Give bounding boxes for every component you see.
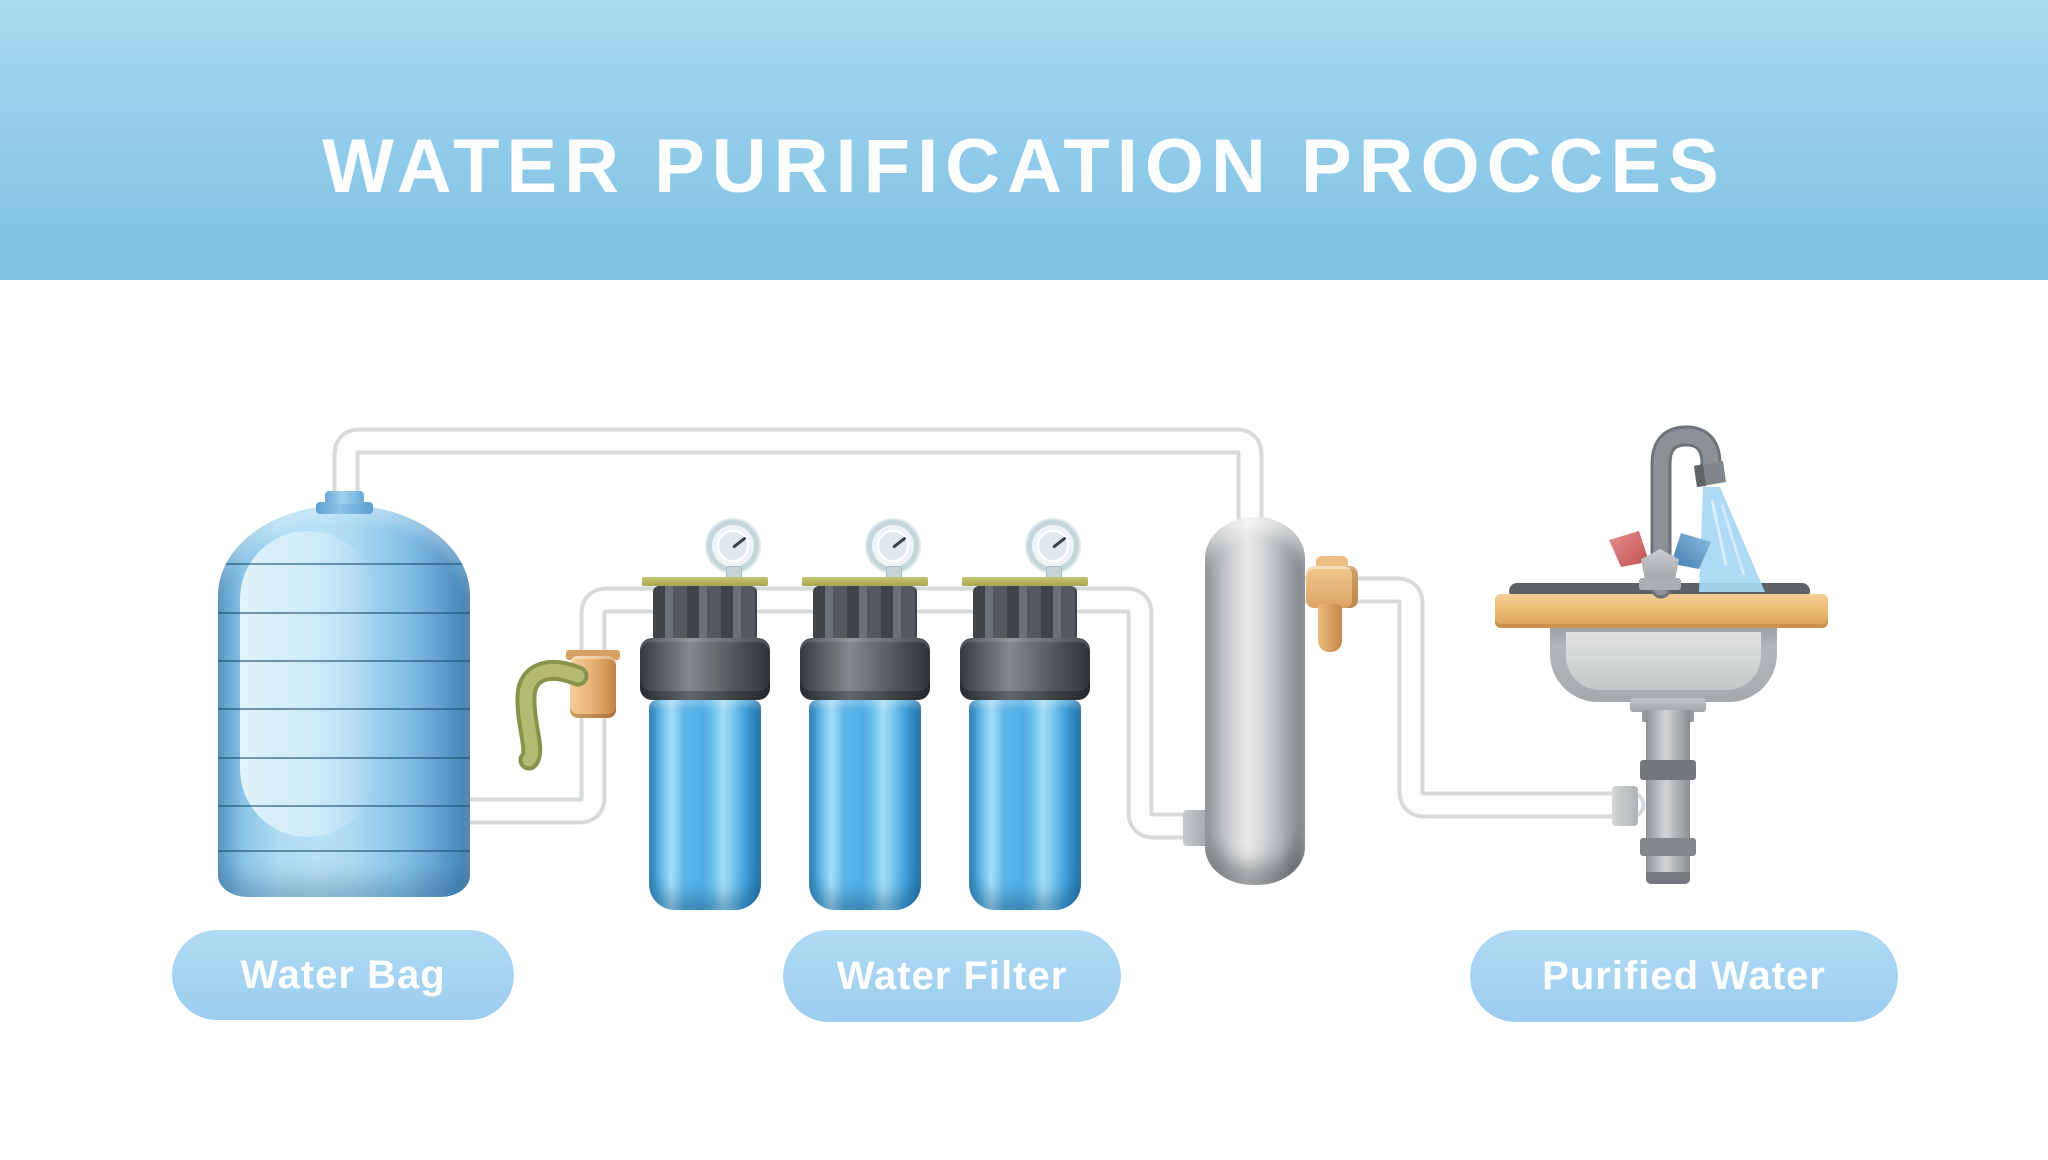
water-spray-icon	[1699, 487, 1765, 592]
valve-handle-icon	[1318, 604, 1342, 652]
header-banner: WATER PURIFICATION PROCCES	[0, 0, 2048, 280]
drain-pipe-icon	[1646, 872, 1690, 884]
tank-rib	[218, 708, 470, 710]
pipe-coupler	[1612, 786, 1638, 826]
inlet-valve-icon	[566, 650, 620, 660]
label-water-filter: Water Filter	[783, 930, 1121, 1022]
faucet-base	[1639, 578, 1681, 590]
faucet-icon	[1650, 425, 1726, 599]
water-bag-tank-icon	[218, 505, 470, 897]
label-purified-water: Purified Water	[1470, 930, 1898, 1022]
tank-highlight	[240, 531, 376, 837]
valve-handle-icon	[515, 660, 589, 771]
filter-top-bar	[642, 577, 768, 586]
filter-top-bar	[962, 577, 1088, 586]
filter-cap-icon	[813, 586, 917, 642]
pressure-tank-icon	[1205, 517, 1305, 885]
sink-basin	[1566, 632, 1761, 690]
tank-rib	[218, 563, 470, 565]
filter-cartridge-icon	[800, 520, 930, 912]
filter-top-bar	[802, 577, 928, 586]
tank-rib	[218, 805, 470, 807]
tank-rib	[218, 612, 470, 614]
filter-body	[649, 700, 761, 910]
tank-rib	[218, 660, 470, 662]
tank-rib	[218, 850, 470, 852]
pressure-gauge-icon	[707, 520, 759, 572]
tank-cap-icon	[325, 491, 364, 504]
outlet-valve-icon	[1306, 566, 1358, 608]
label-text: Water Filter	[836, 953, 1068, 998]
drain-pipe-band	[1640, 760, 1696, 780]
tank-rib	[218, 757, 470, 759]
filter-cap-icon	[960, 638, 1090, 700]
filter-body	[969, 700, 1081, 910]
supply-pipe-top-icon	[332, 427, 1264, 534]
filter-cap-icon	[640, 638, 770, 700]
pressure-gauge-icon	[1027, 520, 1079, 572]
outlet-pipe-icon	[1284, 576, 1646, 819]
drain-pipe-icon	[1630, 698, 1706, 712]
filter-cartridge-icon	[640, 520, 770, 912]
filter-cap-icon	[973, 586, 1077, 642]
filter-body	[809, 700, 921, 910]
tank-cap-icon	[316, 502, 373, 514]
label-text: Purified Water	[1542, 953, 1826, 998]
filter-cartridge-icon	[960, 520, 1090, 912]
filter-cap-icon	[800, 638, 930, 700]
countertop-icon	[1495, 594, 1828, 628]
filter-cap-icon	[653, 586, 757, 642]
label-text: Water Bag	[240, 952, 446, 997]
label-water-bag: Water Bag	[172, 930, 514, 1020]
drain-pipe-band	[1640, 838, 1696, 856]
page-title: WATER PURIFICATION PROCCES	[322, 123, 1726, 209]
